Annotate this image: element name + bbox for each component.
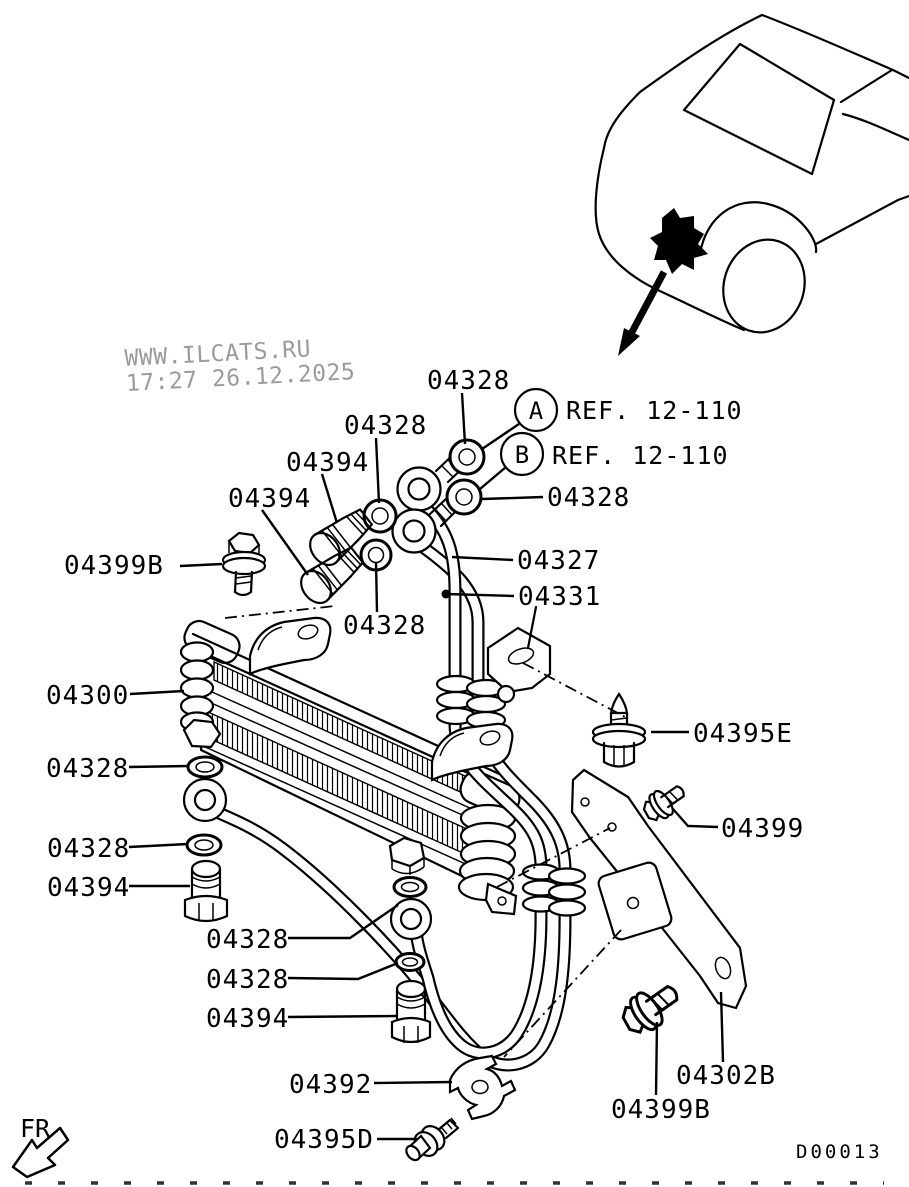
ref-marker-b-text: REF. 12-110	[552, 441, 729, 470]
clamp-04392	[448, 1054, 517, 1121]
pipe-crimp-fittings	[435, 674, 587, 917]
part-label-04328-c[interactable]: 04328	[547, 483, 630, 513]
part-label-04394-c[interactable]: 04394	[47, 873, 130, 903]
part-label-04327[interactable]: 04327	[517, 546, 600, 576]
bracket-04302b	[570, 768, 748, 1010]
part-label-04394-b[interactable]: 04394	[228, 484, 311, 514]
part-label-04328-a[interactable]: 04328	[427, 366, 510, 396]
ref-marker-b-letter: B	[515, 441, 529, 469]
part-label-04395e[interactable]: 04395E	[693, 719, 793, 749]
fr-arrow-icon	[11, 1126, 70, 1179]
part-label-04331[interactable]: 04331	[518, 582, 601, 612]
banjo-bolt-04394-bottom	[390, 979, 432, 1044]
leader-lines	[128, 392, 725, 1141]
assembly-guide-lines	[224, 605, 630, 1058]
ref-marker-b[interactable]: B REF. 12-110	[499, 431, 729, 477]
drawing-code: D00013	[796, 1141, 883, 1163]
cooler-drain-nut	[388, 836, 426, 868]
part-label-04394-d[interactable]: 04394	[206, 1004, 289, 1034]
part-label-04399b-a[interactable]: 04399B	[64, 551, 164, 581]
banjo-eye-top-b	[391, 495, 461, 554]
fr-label: FR	[20, 1114, 51, 1143]
part-label-04328-d[interactable]: 04328	[343, 611, 426, 641]
flange-bolt-04399b-bottom	[614, 974, 688, 1042]
location-blob	[650, 208, 708, 274]
oil-cooler-core	[179, 616, 521, 916]
o-rings	[185, 438, 486, 972]
bracket-pad	[597, 861, 673, 941]
part-callouts: 04328 04328 04394 04394 04399B 04328 043…	[46, 366, 804, 1155]
part-label-04328-f[interactable]: 04328	[47, 834, 130, 864]
screw-04395e	[591, 692, 647, 768]
part-label-04328-h[interactable]: 04328	[206, 965, 289, 995]
part-label-04328-b[interactable]: 04328	[344, 411, 427, 441]
watermark: WWW.ILCATS.RU 17:27 26.12.2025	[124, 336, 356, 397]
banjo-eye-left	[182, 777, 228, 823]
part-label-04399b-b[interactable]: 04399B	[611, 1095, 711, 1125]
cooler-left-fitting	[182, 718, 222, 749]
pipe-clip-bracket	[486, 605, 552, 704]
part-label-04392[interactable]: 04392	[289, 1070, 372, 1100]
part-label-04328-g[interactable]: 04328	[206, 925, 289, 955]
cooler-top-bracket-1	[248, 616, 332, 676]
part-label-04300[interactable]: 04300	[46, 681, 129, 711]
location-arrow-icon	[618, 270, 668, 356]
banjo-eye-bottom	[389, 897, 433, 941]
part-label-04302b[interactable]: 04302B	[676, 1061, 776, 1091]
ref-marker-a-text: REF. 12-110	[566, 396, 743, 425]
car-locator-thumbnail	[594, 13, 909, 356]
part-label-04394-a[interactable]: 04394	[286, 448, 369, 478]
ref-marker-a-letter: A	[529, 397, 544, 425]
flange-bolt-04399b-top	[221, 531, 267, 597]
part-label-04328-e[interactable]: 04328	[46, 754, 129, 784]
banjo-bolt-04394-left	[183, 859, 229, 923]
screw-04395d	[405, 1117, 460, 1162]
pipe-assembly-04327	[182, 448, 587, 1072]
ref-marker-a[interactable]: A REF. 12-110	[513, 387, 743, 433]
fr-direction-marker: FR	[11, 1114, 70, 1179]
part-label-04399[interactable]: 04399	[721, 814, 804, 844]
part-label-04395d[interactable]: 04395D	[274, 1125, 374, 1155]
